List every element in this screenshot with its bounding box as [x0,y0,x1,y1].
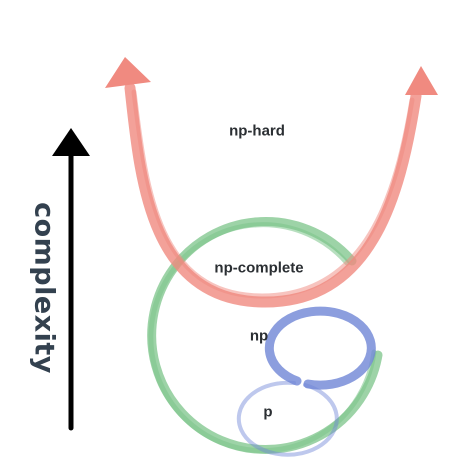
p-circle [236,306,376,457]
np-complete-label: np-complete [214,259,304,277]
np-label: np [249,327,269,345]
np-hard-right-arrowhead [405,66,438,95]
complexity-axis-arrow [52,128,90,431]
np-hard-label: np-hard [229,122,285,140]
complexity-axis-label: complexity [28,202,60,374]
np-hard-left-arrowhead [105,57,151,88]
np-hard-curve [124,82,422,308]
p-label: p [263,403,273,421]
np-circle [147,216,383,454]
complexity-axis-arrowhead [52,128,90,156]
